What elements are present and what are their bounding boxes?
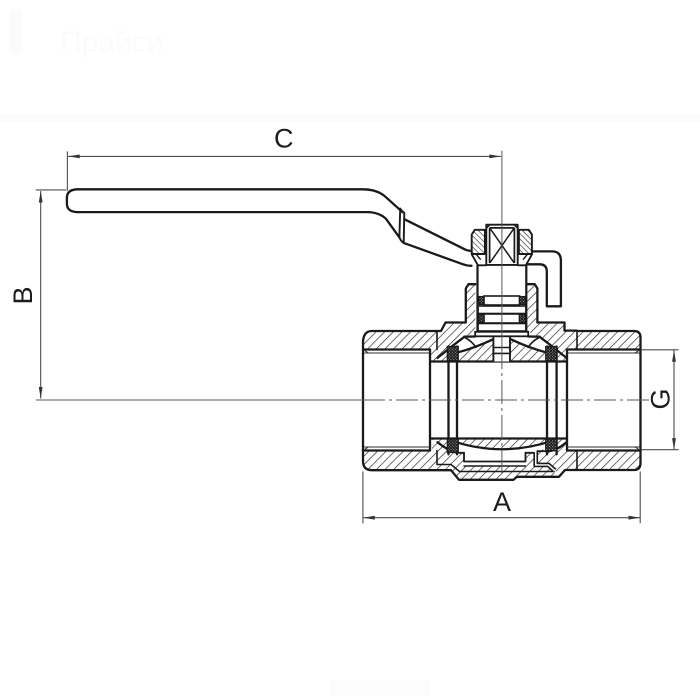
- svg-text:C: C: [274, 124, 294, 154]
- svg-text:B: B: [8, 286, 38, 304]
- svg-text:G: G: [645, 388, 675, 409]
- svg-text:Прайси: Прайси: [60, 26, 163, 59]
- svg-text:A: A: [493, 487, 511, 517]
